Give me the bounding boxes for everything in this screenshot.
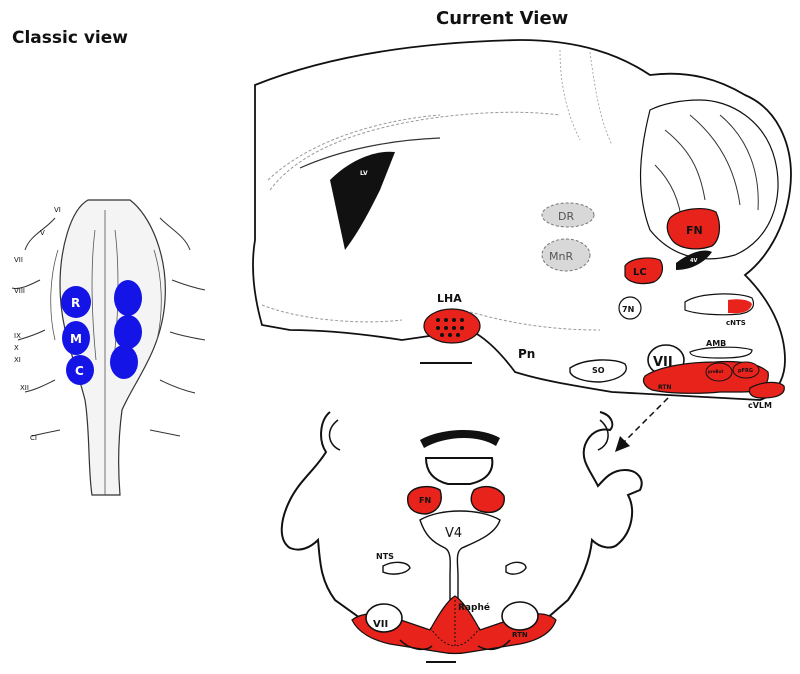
pfrg-label: pFRG — [738, 368, 753, 374]
coronal-dorsal-box — [424, 457, 494, 485]
nerve-label-CI: CI — [30, 434, 37, 442]
facial-nucleus-7n — [618, 296, 642, 320]
corpus-callosum-contour — [267, 111, 561, 191]
superior-olive — [569, 359, 627, 383]
cerebellar-folia — [654, 114, 759, 226]
mnr-label: MnR — [549, 250, 573, 263]
lv-label: LV — [360, 170, 368, 177]
fn-sagittal-label: FN — [686, 224, 703, 237]
vii-coronal-label: VII — [373, 619, 388, 630]
classic-view-title: Classic view — [12, 28, 128, 48]
dr-label: DR — [558, 210, 574, 223]
nerve-label-VI: VI — [54, 206, 61, 214]
cerebellar-edges — [328, 419, 609, 451]
fn-coronal-label: FN — [419, 496, 431, 505]
ventral-contours — [261, 304, 601, 331]
pn-label: Pn — [518, 347, 535, 361]
rtn-coronal-label: RTN — [512, 631, 528, 639]
caudal-group-right — [110, 345, 138, 379]
fastigial-nucleus — [666, 208, 721, 250]
facial-nucleus-vii-right — [501, 601, 539, 631]
nts-right — [505, 561, 527, 575]
v4-sagittal-label: 4V — [690, 258, 697, 264]
coronal-section: V4 NTS — [280, 411, 643, 642]
lha-label: LHA — [437, 292, 462, 305]
lateral-ventricle — [330, 151, 395, 250]
facial-nucleus-vii-left — [365, 603, 403, 633]
fourth-ventricle-coronal — [419, 510, 501, 606]
nerve-label-VII: VII — [14, 256, 23, 264]
locus-coeruleus — [624, 257, 664, 285]
sagittal-section: LV 4V — [252, 39, 792, 401]
7n-label: 7N — [622, 305, 634, 314]
brainstem-outline — [59, 199, 166, 496]
vii-sagittal-label: VII — [653, 355, 673, 370]
fastigial-nucleus-right — [470, 485, 505, 514]
nucleus-label-R: R — [71, 296, 80, 310]
lateral-hypothalamic-area — [423, 308, 481, 344]
caudal-vlm — [748, 381, 785, 399]
nerve-label-VIII: VIII — [14, 287, 25, 295]
nucleus-label-M: M — [70, 332, 82, 346]
pfrg-region — [732, 361, 760, 379]
cvlm-label: cVLM — [748, 401, 772, 410]
amb-label: AMB — [706, 339, 726, 348]
raphe-dotted-lines — [429, 600, 481, 647]
cnts-region — [728, 299, 752, 314]
cranial-nerve-roots — [11, 217, 206, 437]
nerve-label-IX: IX — [14, 332, 21, 340]
rostral-group-left — [61, 286, 91, 318]
current-view-title: Current View — [436, 8, 569, 29]
caudal-group-left — [66, 355, 94, 385]
nucleus-ambiguus — [689, 346, 753, 359]
prebot-label: preBot — [708, 369, 723, 374]
medial-group-right — [114, 315, 142, 349]
nerve-label-XII: XII — [20, 384, 29, 392]
section-arrow — [615, 397, 669, 452]
raphe-label: Raphé — [458, 602, 490, 613]
classic-brainstem — [11, 199, 206, 496]
nerve-label-V: V — [40, 229, 45, 237]
nucleus-label-C: C — [75, 364, 84, 378]
so-label: SO — [592, 366, 605, 375]
fourth-ventricle — [676, 250, 712, 270]
lc-label: LC — [633, 267, 647, 278]
nerve-label-XI: XI — [14, 356, 21, 364]
cnts-label: cNTS — [726, 319, 746, 327]
dorsal-raphe — [541, 202, 595, 228]
rostral-group-right — [114, 280, 142, 316]
respiratory-groups-left — [61, 286, 94, 385]
fastigial-nucleus-left — [407, 485, 442, 515]
lha-dots — [436, 318, 464, 337]
medial-group-left — [62, 321, 90, 355]
nts-label: NTS — [376, 552, 394, 561]
v4-label: V4 — [445, 526, 462, 541]
rtn-sagittal-label: RTN — [658, 384, 671, 391]
coronal-dorsal-arc — [420, 429, 500, 448]
respiratory-groups-right — [110, 280, 142, 379]
median-raphe — [541, 238, 591, 272]
nerve-label-X: X — [14, 344, 19, 352]
pyramid-bottoms — [399, 639, 511, 651]
lateral-contours — [50, 249, 162, 341]
cortical-boundary — [299, 137, 441, 169]
thalamic-contours — [559, 49, 613, 146]
prebotzinger-complex — [705, 362, 733, 382]
nts-left — [382, 561, 411, 575]
